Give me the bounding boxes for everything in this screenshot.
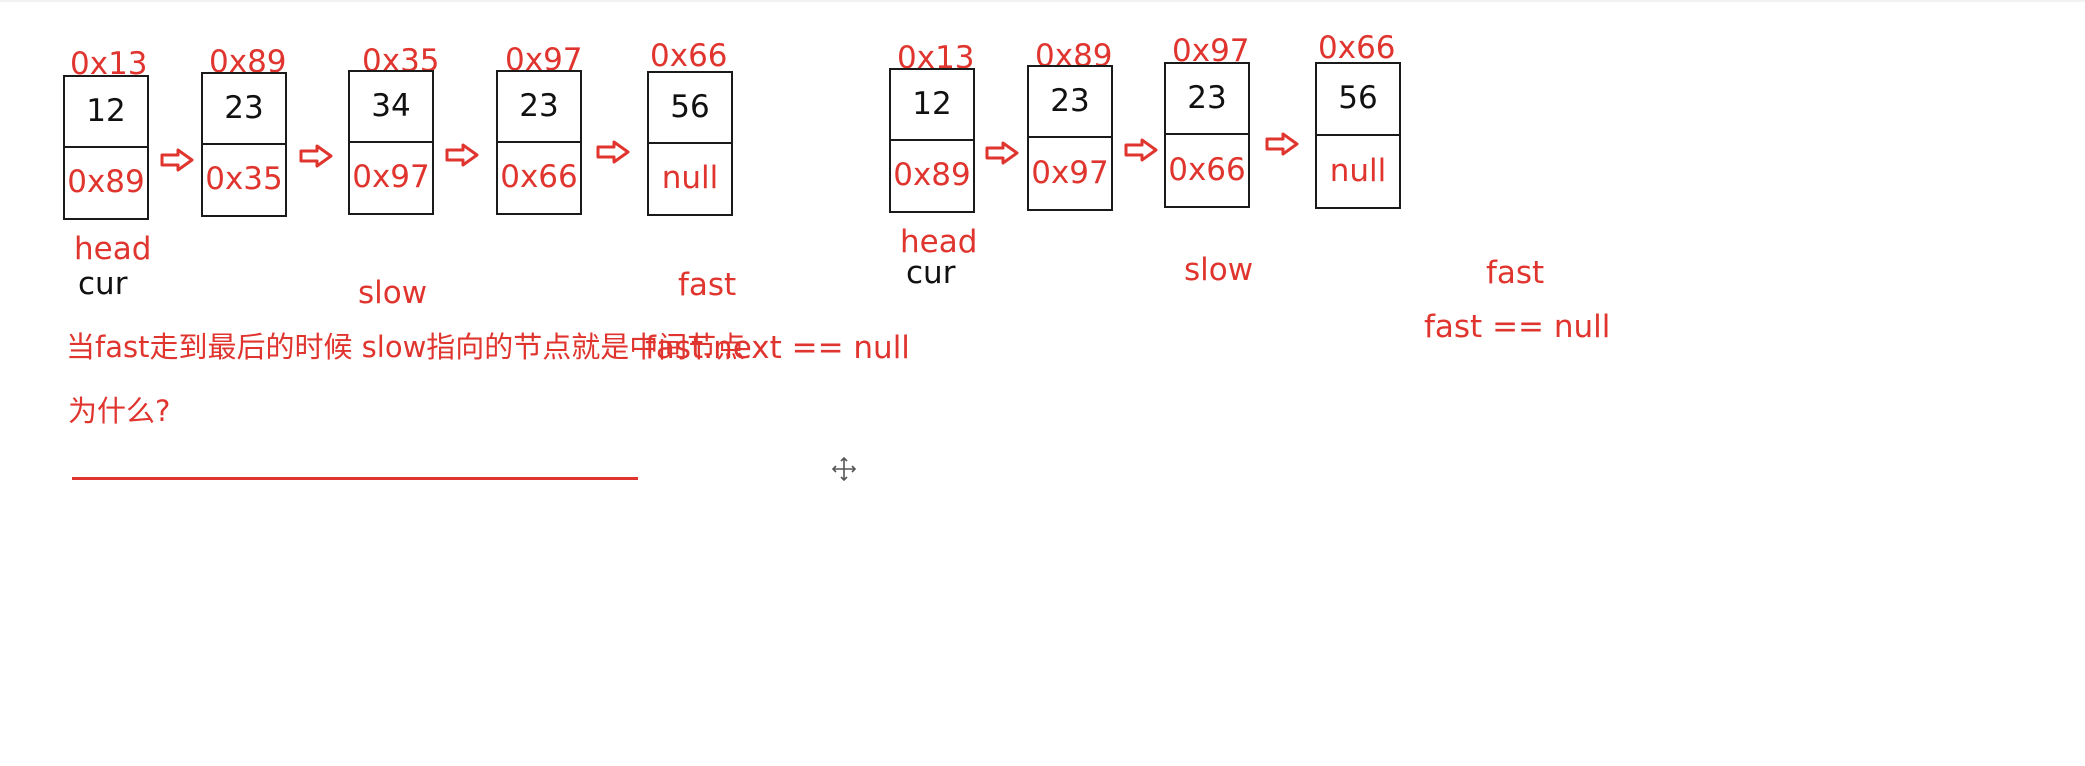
- right-end-condition: fast == null: [1424, 309, 1611, 345]
- head-pointer-label: head: [900, 224, 978, 260]
- hollow-right-arrow-icon: [1124, 138, 1158, 162]
- cur-pointer-label: cur: [78, 266, 128, 302]
- node-address: 0x13: [70, 46, 148, 82]
- node-value: 12: [65, 77, 147, 148]
- node-value: 12: [891, 70, 973, 141]
- node-value: 56: [1317, 64, 1399, 136]
- cur-pointer-label: cur: [906, 255, 956, 291]
- list-node: 56 null: [647, 71, 733, 216]
- list-node: 23 0x35: [201, 72, 287, 217]
- list-node: 34 0x97: [348, 70, 434, 215]
- node-next-pointer: null: [1329, 152, 1387, 189]
- slow-pointer-label: slow: [1184, 252, 1254, 288]
- node-value: 56: [649, 73, 731, 144]
- why-question: 为什么?: [68, 394, 171, 428]
- left-end-condition: fast.next == null: [645, 330, 910, 366]
- node-value: 23: [203, 74, 285, 145]
- list-node: 23 0x66: [1164, 62, 1250, 208]
- node-value: 23: [1029, 67, 1111, 138]
- top-divider: [0, 0, 2085, 2]
- slow-pointer-label: slow: [358, 275, 428, 311]
- list-node: 23 0x66: [496, 70, 582, 215]
- node-address: 0x66: [1318, 30, 1396, 66]
- node-next-pointer: 0x66: [1168, 152, 1246, 188]
- fast-pointer-label: fast: [1486, 255, 1545, 291]
- head-pointer-label: head: [74, 231, 152, 267]
- node-address: 0x97: [1172, 33, 1250, 69]
- node-next-pointer: 0x66: [500, 159, 578, 196]
- hollow-right-arrow-icon: [160, 148, 194, 172]
- hollow-right-arrow-icon: [985, 141, 1019, 165]
- node-next-pointer: 0x89: [893, 157, 971, 194]
- list-node: 12 0x89: [889, 68, 975, 213]
- node-next-pointer: null: [661, 160, 719, 197]
- hollow-right-arrow-icon: [596, 140, 630, 164]
- list-node: 12 0x89: [63, 75, 149, 220]
- list-node: 23 0x97: [1027, 65, 1113, 211]
- node-next-pointer: 0x35: [205, 161, 283, 198]
- explanation-statement: 当fast走到最后的时候 slow指向的节点就是中间节点: [66, 330, 746, 364]
- hollow-right-arrow-icon: [445, 143, 479, 167]
- hollow-right-arrow-icon: [299, 144, 333, 168]
- node-next-pointer: 0x97: [1031, 155, 1109, 191]
- red-underline: [72, 477, 638, 480]
- node-next-pointer: 0x89: [67, 164, 145, 201]
- move-crosshair-cursor-icon: [832, 457, 856, 481]
- node-value: 23: [1166, 64, 1248, 135]
- node-value: 23: [498, 72, 580, 143]
- node-next-pointer: 0x97: [352, 159, 430, 196]
- node-address: 0x66: [650, 38, 728, 74]
- node-value: 34: [350, 72, 432, 143]
- list-node: 56 null: [1315, 62, 1401, 209]
- fast-pointer-label: fast: [678, 267, 737, 303]
- hollow-right-arrow-icon: [1265, 132, 1299, 156]
